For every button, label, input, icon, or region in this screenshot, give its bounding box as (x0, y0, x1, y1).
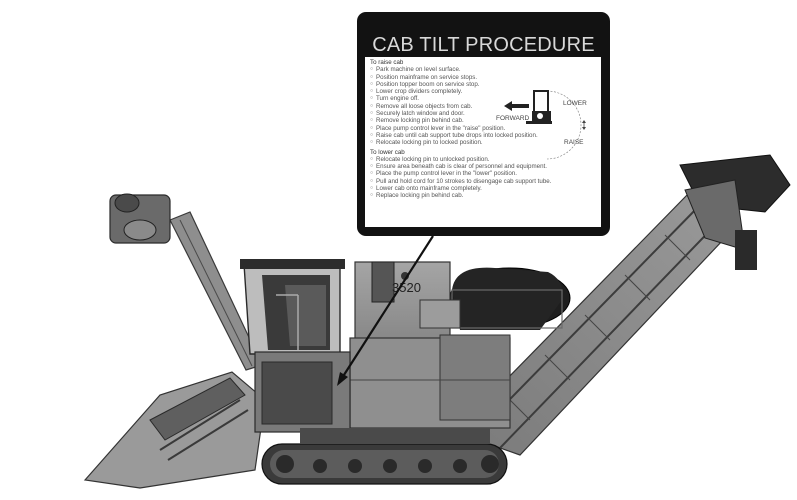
machine-body: 3520 (349, 261, 511, 429)
procedure-text: To raise cab Park machine on level surfa… (370, 59, 600, 202)
list-item: Place the pump control lever in the "low… (370, 170, 600, 178)
list-item: Relocate locking pin to unlocked positio… (370, 156, 600, 164)
cab-icon (526, 90, 552, 124)
forward-arrow-icon (504, 101, 529, 111)
model-badge: 3520 (392, 280, 421, 295)
list-item: Park machine on level surface. (370, 66, 548, 74)
tilt-arc (546, 90, 582, 160)
track-undercarriage (261, 428, 508, 485)
raise-label: RAISE (564, 139, 584, 146)
forward-label: FORWARD (496, 115, 530, 122)
cab-tilt-callout: CAB TILT PROCEDURE To raise cab Park mac… (357, 12, 610, 236)
list-item: Securely latch window and door. (370, 110, 548, 118)
list-item: Replace locking pin behind cab. (370, 192, 600, 200)
raise-steps: Park machine on level surface. Position … (370, 66, 600, 147)
list-item: Lower cab onto mainframe completely. (370, 185, 600, 193)
raise-heading: To raise cab (370, 59, 404, 66)
cab-tilt-diagram: FORWARD LOWER RAISE (496, 90, 587, 160)
list-item: Place pump control lever in the "raise" … (370, 125, 548, 133)
list-item: Ensure area beneath cab is clear of pers… (370, 163, 600, 171)
elevator-boom (453, 154, 791, 456)
callout-title: CAB TILT PROCEDURE (372, 34, 595, 56)
topper-boom (109, 193, 263, 371)
list-item: Position topper boom on service stop. (370, 81, 548, 89)
list-item: Position mainframe on service stops. (370, 74, 548, 82)
list-item: Lower crop dividers completely. (370, 88, 548, 96)
list-item: Relocate locking pin to locked position. (370, 139, 548, 147)
procedure-panel: To raise cab Park machine on level surfa… (365, 57, 601, 227)
operator-cab (240, 259, 351, 433)
lower-heading: To lower cab (370, 148, 405, 156)
cleaning-fan-hood (449, 267, 571, 330)
lower-steps: Relocate locking pin to unlocked positio… (370, 156, 600, 200)
list-item: Remove all loose objects from cab. (370, 103, 548, 111)
list-item: Raise cab until cab support tube drops i… (370, 132, 548, 140)
list-item: Turn engine off. (370, 95, 548, 103)
list-item: Pull and hold cord for 10 strokes to dis… (370, 178, 600, 186)
crop-divider (83, 371, 266, 489)
callout-leader (337, 235, 434, 386)
list-item: Remove locking pin behind cab. (370, 117, 548, 125)
lower-label: LOWER (563, 100, 587, 107)
